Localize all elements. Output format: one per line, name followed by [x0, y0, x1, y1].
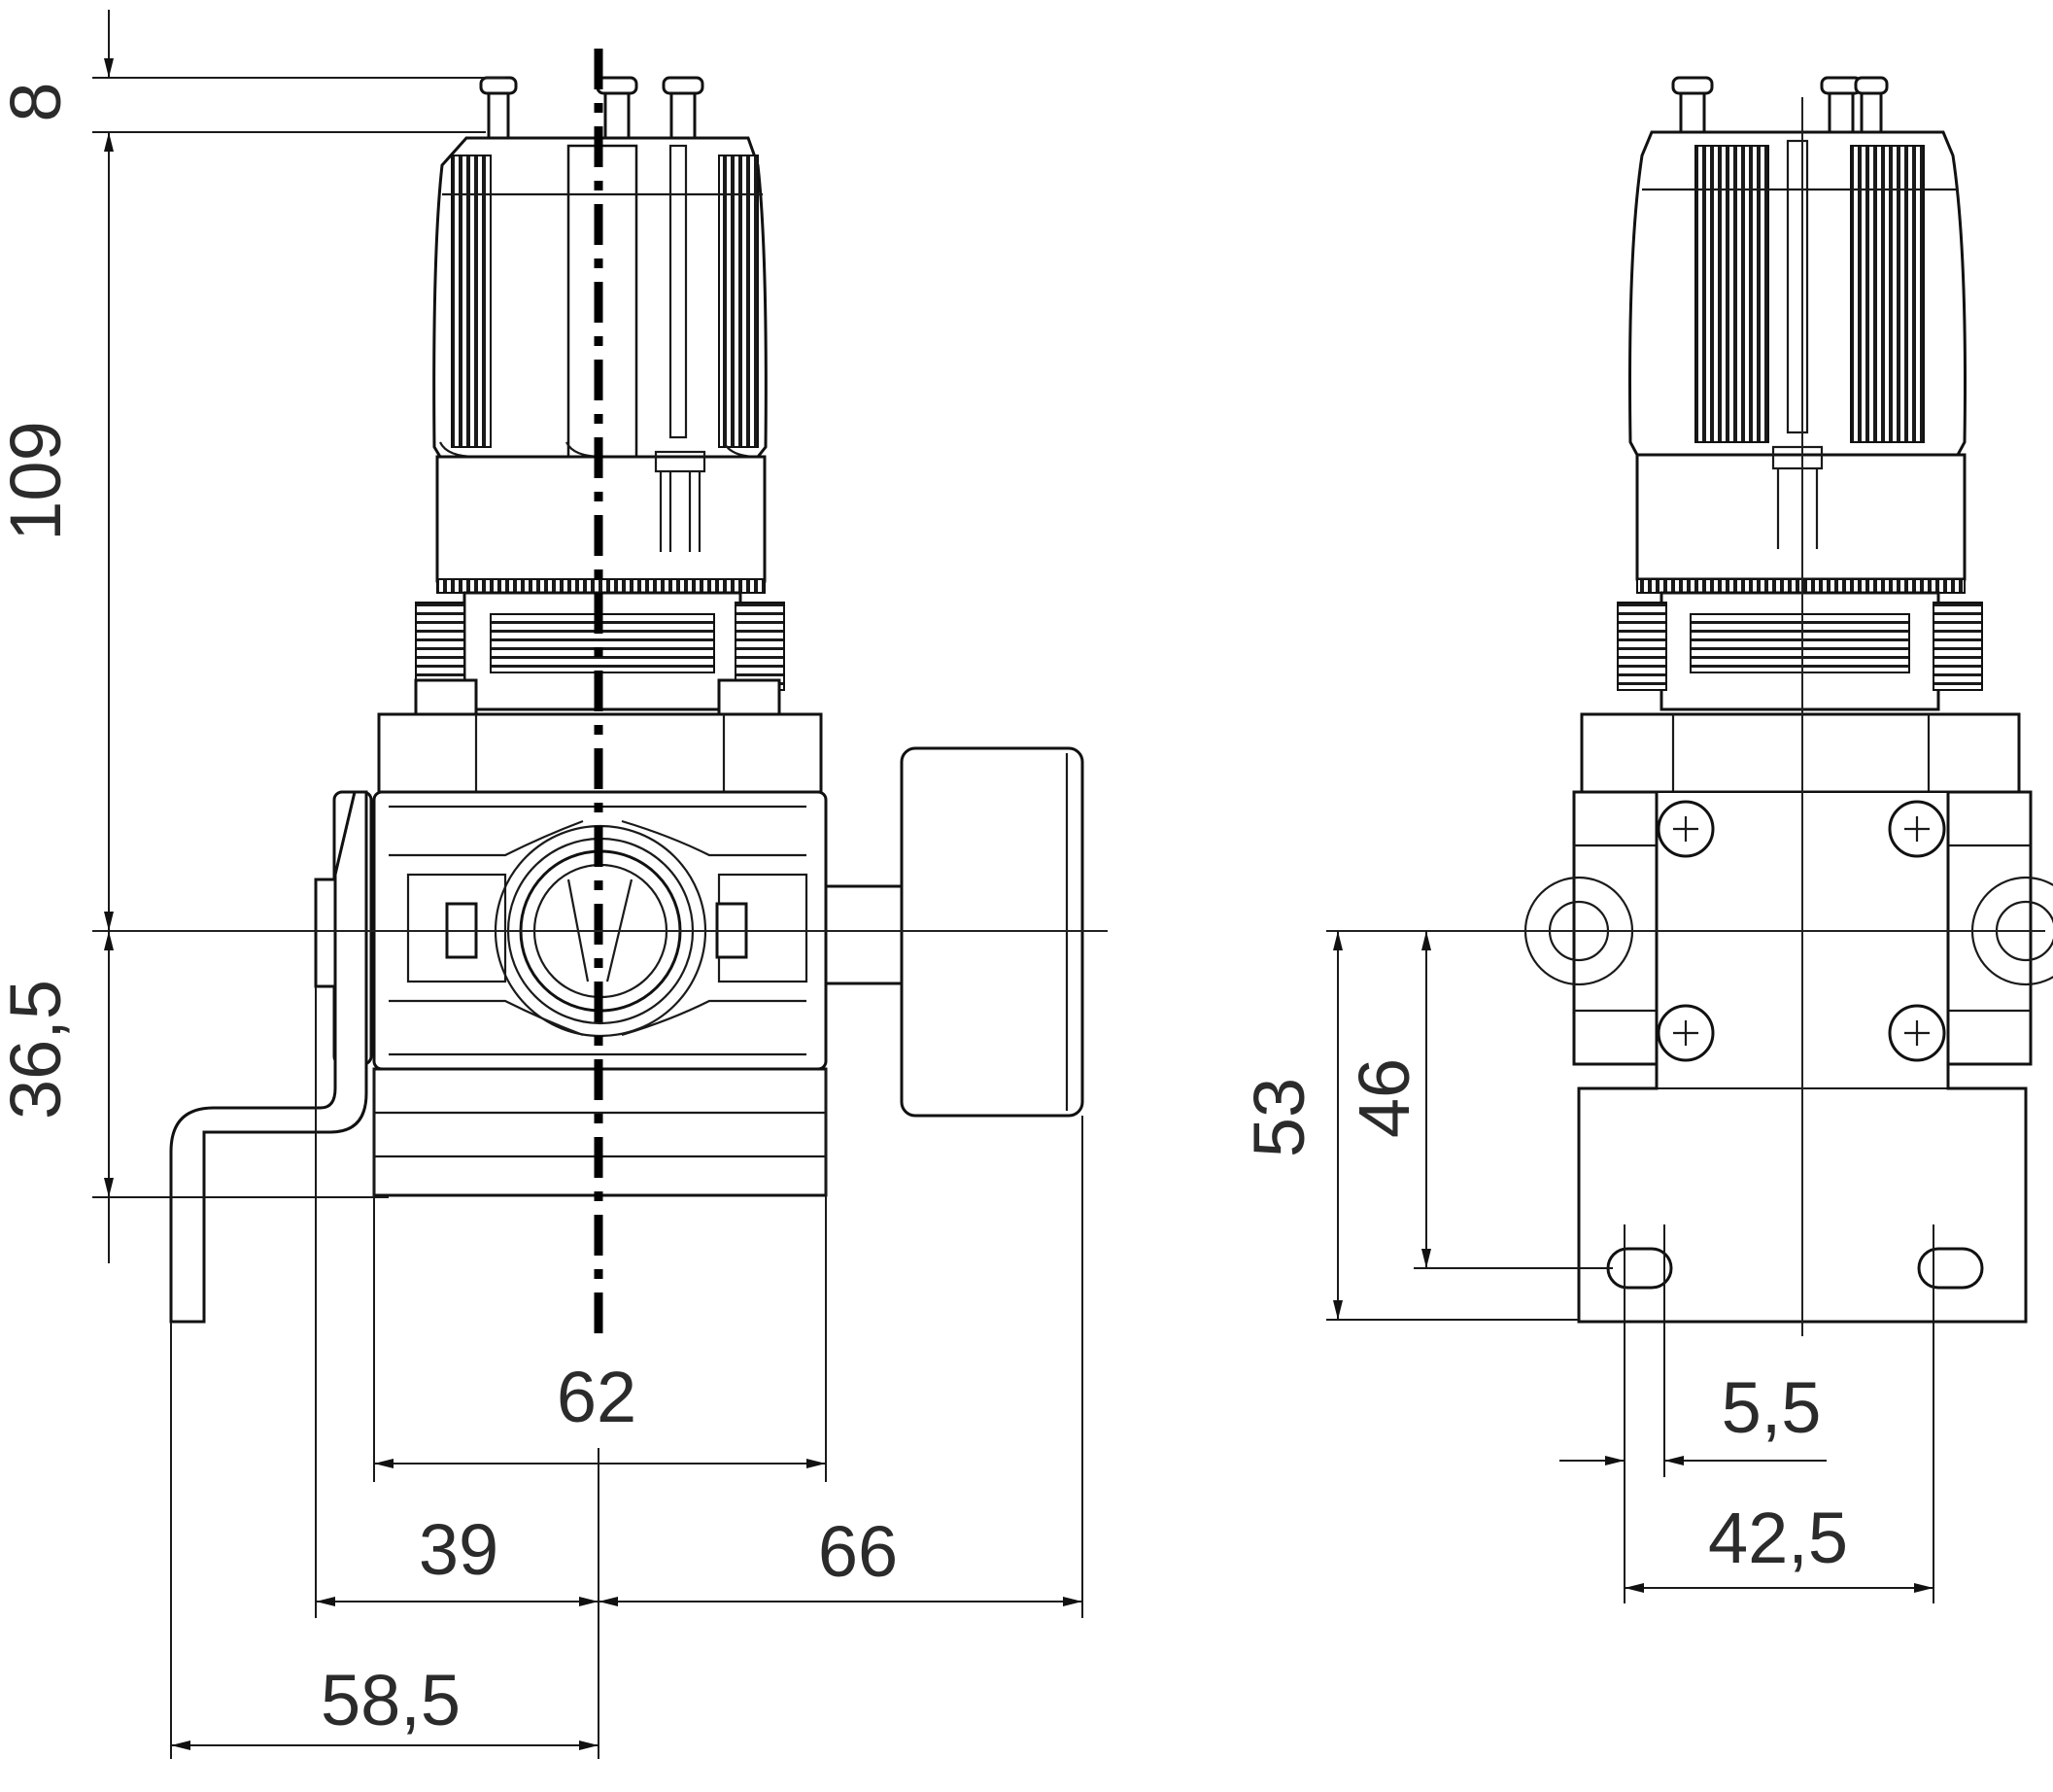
side-body: [1523, 712, 2053, 1324]
vertical-dimensions-left: 8 109 36,5: [0, 10, 505, 1263]
horizontal-dimensions-left: 62 39 66 58,5: [170, 986, 1083, 1759]
dim-height-adjuster: 109: [0, 421, 76, 540]
side-dimensions: 53 46 5,5 42,5: [1239, 931, 1934, 1603]
dim-mount-height-outer: 53: [1239, 1078, 1319, 1157]
dim-slot-width: 5,5: [1722, 1367, 1822, 1448]
front-view: 8 109 36,5 62 39 66 58,5: [0, 10, 1108, 1759]
dim-height-lower: 36,5: [0, 980, 76, 1120]
mounting-bracket: [169, 790, 373, 1324]
dim-offset-left: 39: [419, 1509, 498, 1590]
dim-width-body: 62: [557, 1357, 636, 1437]
dim-slot-spacing: 42,5: [1708, 1498, 1848, 1578]
dim-mount-height-inner: 46: [1344, 1058, 1424, 1138]
dim-height-top: 8: [0, 82, 76, 121]
dim-offset-right: 66: [818, 1511, 898, 1592]
top-pins: [479, 76, 704, 140]
side-knob: [1628, 76, 1967, 457]
side-bonnet: [1617, 445, 1983, 711]
side-view: 53 46 5,5 42,5: [1239, 76, 2053, 1603]
screws: [1657, 800, 1946, 1062]
dim-offset-bracket: 58,5: [321, 1660, 461, 1740]
